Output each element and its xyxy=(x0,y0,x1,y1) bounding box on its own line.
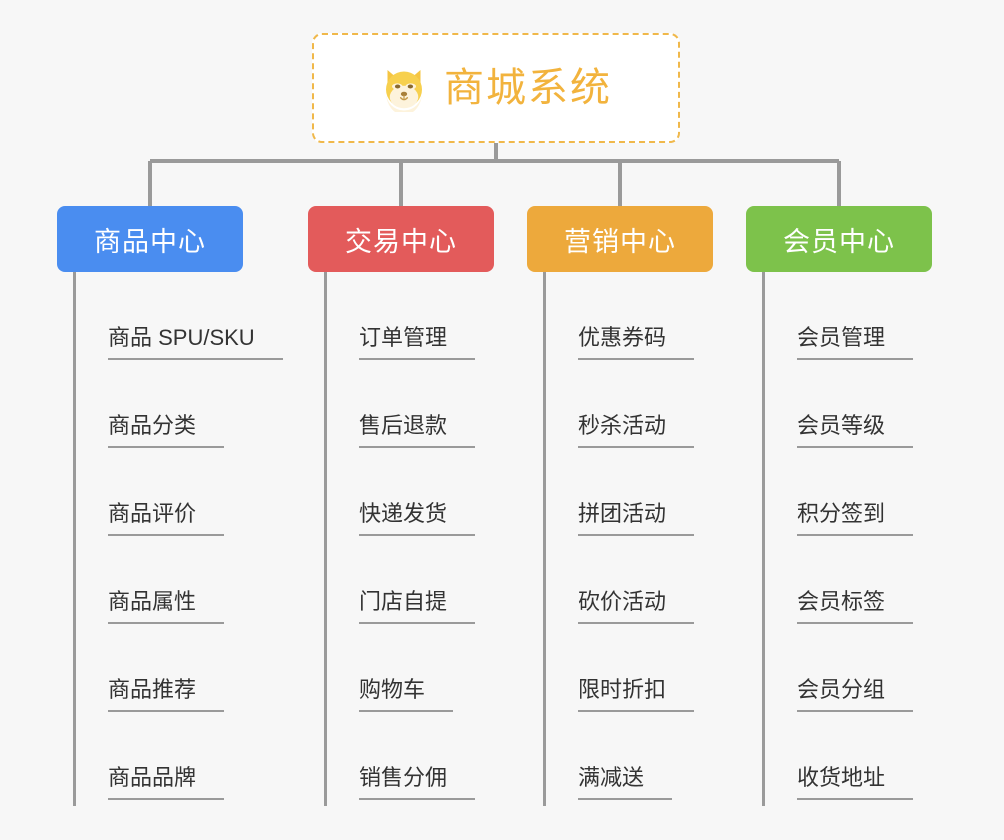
shiba-dog-icon xyxy=(386,70,422,112)
leaf-item-label: 会员标签 xyxy=(797,589,914,624)
leaf-item-label: 商品品牌 xyxy=(108,765,225,800)
leaf-item[interactable]: 订单管理 xyxy=(327,278,476,366)
leaf-item[interactable]: 收货地址 xyxy=(765,718,914,806)
leaf-item-label: 售后退款 xyxy=(359,413,476,448)
leaf-item-label: 销售分佣 xyxy=(359,765,476,800)
leaf-item[interactable]: 拼团活动 xyxy=(546,454,695,542)
category-box-4[interactable]: 会员中心 xyxy=(746,206,932,272)
leaf-item[interactable]: 会员分组 xyxy=(765,630,914,718)
leaf-item[interactable]: 商品分类 xyxy=(76,366,225,454)
leaf-item[interactable]: 商品 SPU/SKU xyxy=(76,278,283,366)
leaf-item-label: 订单管理 xyxy=(359,325,476,360)
leaf-item[interactable]: 商品推荐 xyxy=(76,630,225,718)
leaf-spine xyxy=(324,278,327,806)
leaf-item[interactable]: 商品评价 xyxy=(76,454,225,542)
leaf-item[interactable]: 限时折扣 xyxy=(546,630,695,718)
leaf-item-label: 拼团活动 xyxy=(578,501,695,536)
leaf-item-label: 会员管理 xyxy=(797,325,914,360)
leaf-item-label: 快递发货 xyxy=(359,501,476,536)
root-title: 商城系统 xyxy=(444,66,612,110)
leaf-item-label: 会员等级 xyxy=(797,413,914,448)
leaf-item[interactable]: 秒杀活动 xyxy=(546,366,695,454)
leaf-item-label: 商品属性 xyxy=(108,589,225,624)
category-box-1[interactable]: 商品中心 xyxy=(57,206,243,272)
leaf-item-label: 满减送 xyxy=(578,765,673,800)
leaf-item-label: 会员分组 xyxy=(797,677,914,712)
leaf-item[interactable]: 商品品牌 xyxy=(76,718,225,806)
leaf-item-label: 秒杀活动 xyxy=(578,413,695,448)
leaf-item[interactable]: 门店自提 xyxy=(327,542,476,630)
category-label: 交易中心 xyxy=(345,226,457,257)
leaf-item-label: 积分签到 xyxy=(797,501,914,536)
leaf-item[interactable]: 满减送 xyxy=(546,718,673,806)
category-box-3[interactable]: 营销中心 xyxy=(527,206,713,272)
leaf-spine xyxy=(73,278,76,806)
leaf-item-label: 门店自提 xyxy=(359,589,476,624)
leaf-item[interactable]: 优惠券码 xyxy=(546,278,695,366)
leaf-item[interactable]: 会员标签 xyxy=(765,542,914,630)
category-box-2[interactable]: 交易中心 xyxy=(308,206,494,272)
leaf-item[interactable]: 会员管理 xyxy=(765,278,914,366)
leaf-item[interactable]: 快递发货 xyxy=(327,454,476,542)
leaf-item[interactable]: 砍价活动 xyxy=(546,542,695,630)
leaf-item[interactable]: 积分签到 xyxy=(765,454,914,542)
leaf-item[interactable]: 商品属性 xyxy=(76,542,225,630)
leaf-spine xyxy=(762,278,765,806)
category-label: 商品中心 xyxy=(94,226,206,257)
category-label: 会员中心 xyxy=(783,226,895,257)
leaf-spine xyxy=(543,278,546,806)
leaf-item-label: 收货地址 xyxy=(797,765,914,800)
leaf-item[interactable]: 会员等级 xyxy=(765,366,914,454)
leaf-item-label: 限时折扣 xyxy=(578,677,695,712)
leaf-item[interactable]: 购物车 xyxy=(327,630,454,718)
root-node[interactable]: 商城系统 xyxy=(312,33,680,143)
leaf-item-label: 购物车 xyxy=(359,677,454,712)
leaf-item-label: 商品分类 xyxy=(108,413,225,448)
leaf-item-label: 优惠券码 xyxy=(578,325,695,360)
leaf-item[interactable]: 销售分佣 xyxy=(327,718,476,806)
leaf-item-label: 商品推荐 xyxy=(108,677,225,712)
leaf-item-label: 商品评价 xyxy=(108,501,225,536)
leaf-item[interactable]: 售后退款 xyxy=(327,366,476,454)
leaf-item-label: 砍价活动 xyxy=(578,589,695,624)
leaf-item-label: 商品 SPU/SKU xyxy=(108,325,283,360)
category-label: 营销中心 xyxy=(564,226,676,257)
